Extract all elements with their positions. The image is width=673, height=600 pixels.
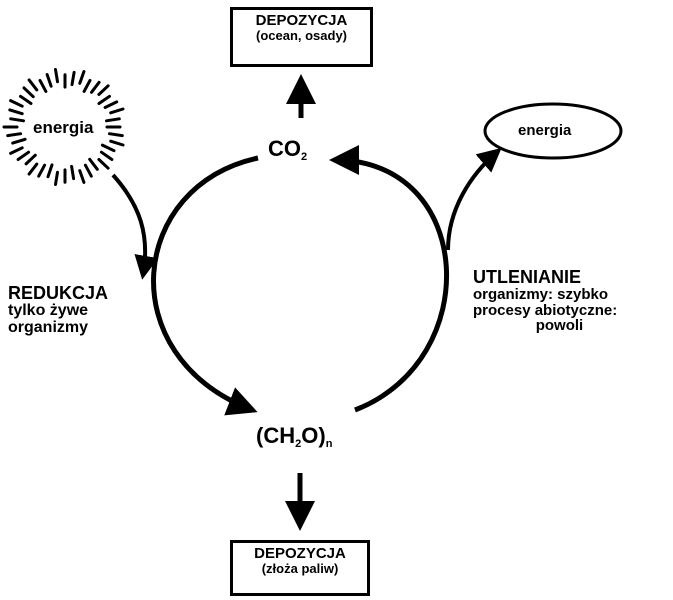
sun-ray (37, 163, 47, 178)
sun-ray (11, 137, 27, 145)
energy-input-arrow (111, 173, 159, 280)
sun-ray (83, 163, 93, 178)
oxidation-line3: powoli (535, 317, 584, 335)
sun-ray (78, 169, 86, 184)
oxidation-text: UTLENIANIE organizmy: szybko procesy abi… (473, 268, 617, 334)
sun-ray (100, 143, 116, 153)
co2-label: CO2 (268, 136, 308, 163)
sun-ray (78, 70, 86, 85)
sun-ray (22, 86, 35, 99)
energy-sun-label: energia (33, 118, 94, 137)
sun-ray (105, 117, 121, 123)
sun-ray (24, 153, 37, 166)
deposition-bottom-subtitle: (złoża paliw) (261, 561, 339, 577)
sun-ray (97, 94, 111, 105)
ch2o-label: (CH2O)n (256, 423, 333, 450)
sun-ray (38, 78, 48, 93)
deposition-box-bottom: DEPOZYCJA (złoża paliw) (230, 540, 370, 596)
sun-ray (54, 68, 59, 84)
energy-ellipse (483, 102, 623, 160)
reduction-line2: organizmy (8, 318, 89, 336)
energy-release-arrow (446, 147, 502, 251)
sun-ray (70, 70, 76, 87)
sun-ray (27, 162, 39, 176)
sun-ray (19, 94, 33, 105)
oxidation-title: UTLENIANIE (473, 267, 581, 287)
sun-ray (16, 150, 31, 161)
reduction-text: REDUKCJA tylko żywe organizmy (8, 284, 108, 336)
sun-ray (45, 73, 53, 88)
deposition-top-subtitle: (ocean, osady) (255, 28, 348, 44)
oxidation-arc (329, 145, 449, 413)
sun-ray (6, 132, 23, 138)
reduction-line1: tylko żywe (8, 301, 89, 319)
sun-ray (82, 78, 92, 93)
sun-ray (88, 157, 99, 171)
sun-ray (54, 170, 59, 186)
sun-ray (27, 78, 39, 92)
sun-ray (90, 80, 101, 94)
deposition-bottom-title: DEPOZYCJA (254, 545, 346, 562)
sun-ray (109, 139, 125, 147)
deposition-box-top: DEPOZYCJA (ocean, osady) (230, 7, 373, 67)
sun-ray (9, 146, 24, 155)
oxidation-line1: organizmy: szybko (473, 285, 609, 303)
sun-ray (8, 108, 24, 116)
sun-ray (97, 84, 110, 96)
sun-ray (46, 163, 54, 179)
deposition-top-title: DEPOZYCJA (255, 12, 348, 29)
sun-rays (2, 68, 125, 186)
sun-ray (107, 132, 124, 138)
sun-ray (9, 117, 25, 123)
sun-ray (70, 164, 76, 181)
oxidation-line2: procesy abiotyczne: (473, 301, 618, 319)
sun-ray (103, 100, 119, 109)
reduction-arc (151, 155, 259, 416)
sun-ray (99, 150, 114, 161)
sun-ray (109, 107, 125, 115)
reduction-title: REDUKCJA (8, 283, 109, 303)
sun-ray (97, 158, 110, 170)
sun-ray (9, 99, 24, 108)
energy-ellipse-label: energia (518, 122, 572, 139)
